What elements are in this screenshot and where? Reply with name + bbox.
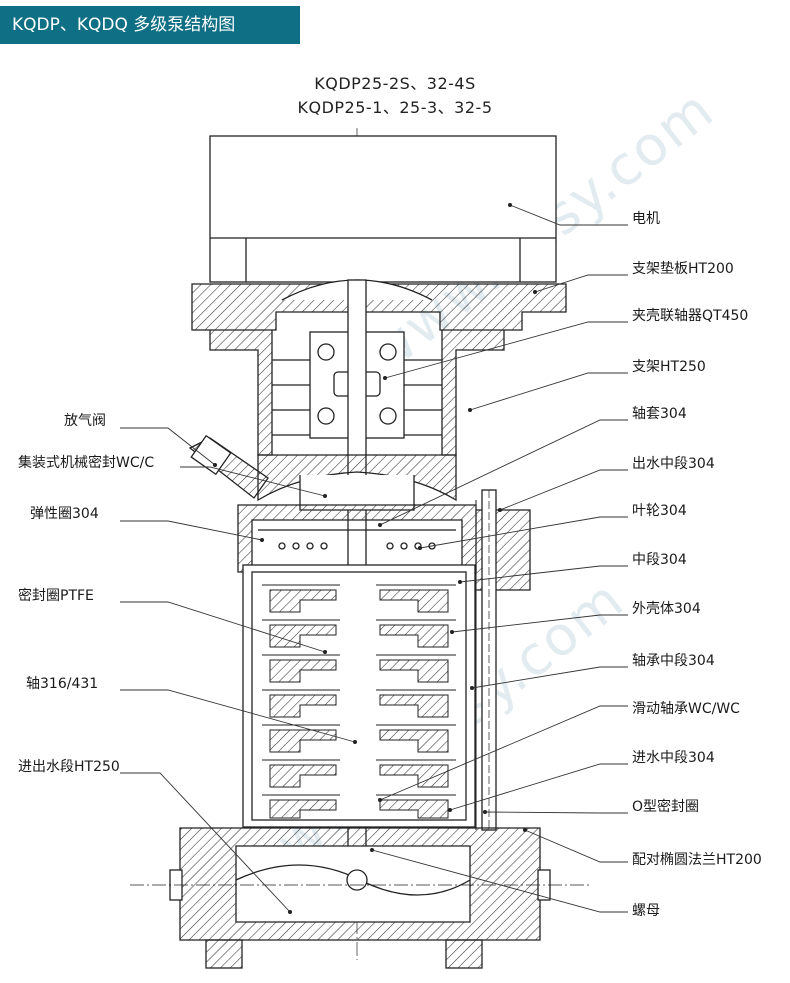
label-bracket-pad: 支架垫板HT200 — [632, 261, 734, 277]
label-mechanical-seal: 集装式机械密封WC/C — [18, 455, 155, 471]
label-coupling: 夹壳联轴器QT450 — [632, 308, 749, 324]
label-elastic-ring: 弹性圈304 — [30, 506, 99, 522]
model-line-2: KQDP25-1、25-3、32-5 — [297, 98, 493, 117]
page-title: KQDP、KQDQ 多级泵结构图 — [12, 15, 236, 35]
label-shaft: 轴316/431 — [26, 676, 99, 692]
header-bar: KQDP、KQDQ 多级泵结构图 — [0, 6, 300, 44]
label-outer-casing: 外壳体304 — [632, 601, 701, 617]
label-impeller: 叶轮304 — [632, 503, 687, 519]
label-inlet-outlet-section: 进出水段HT250 — [18, 759, 120, 775]
label-inlet-stage: 进水中段304 — [632, 750, 715, 766]
label-nut: 螺母 — [632, 903, 660, 919]
model-line-1: KQDP25-2S、32-4S — [314, 74, 476, 93]
label-ptfe-seal: 密封圈PTFE — [18, 588, 94, 604]
label-bracket: 支架HT250 — [632, 359, 706, 375]
label-sliding-bearing: 滑动轴承WC/WC — [632, 701, 740, 717]
label-bearing-stage: 轴承中段304 — [632, 653, 715, 669]
label-o-ring: O型密封圈 — [632, 799, 700, 815]
label-oval-flange: 配对椭圆法兰HT200 — [632, 852, 762, 868]
label-air-valve: 放气阀 — [64, 413, 106, 429]
label-shaft-sleeve: 轴套304 — [632, 406, 687, 422]
label-middle-stage: 中段304 — [632, 552, 687, 568]
label-outlet-stage: 出水中段304 — [632, 456, 715, 472]
label-motor: 电机 — [632, 211, 660, 227]
